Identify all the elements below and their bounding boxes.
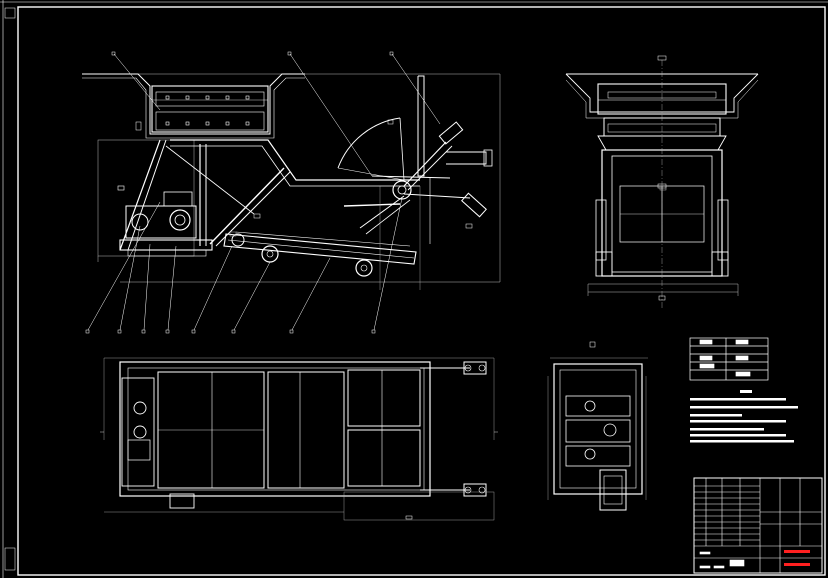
plan-view: [100, 357, 498, 521]
section-view: [547, 341, 648, 511]
title-block: [693, 477, 823, 574]
technical-notes: [690, 390, 798, 443]
side-elevation-view: [565, 55, 759, 310]
hopper-bolts: [165, 95, 250, 126]
drive-motor: [125, 205, 197, 239]
leader-lines: [87, 53, 441, 331]
balloon-markers: [85, 51, 394, 334]
front-elevation-view: [82, 51, 501, 334]
parameter-table: [689, 337, 769, 381]
dimension-marks: [117, 185, 667, 237]
inclined-conveyor: [223, 233, 417, 265]
